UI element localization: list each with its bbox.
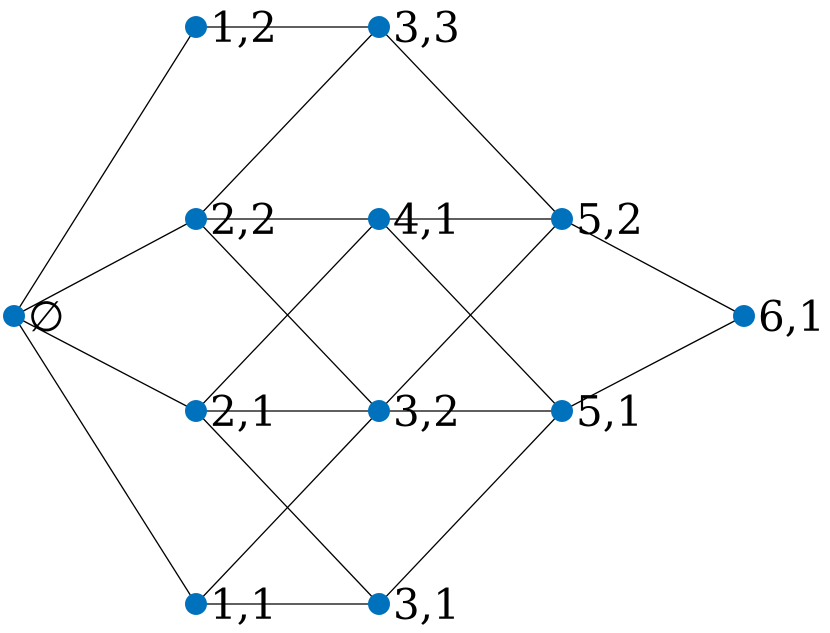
node-label: 3,2 — [393, 387, 460, 436]
node-label: 2,1 — [210, 387, 277, 436]
node-dot — [733, 305, 755, 327]
edge-n33-n52 — [378, 26, 563, 220]
edge-empty-n11 — [13, 315, 197, 605]
node-dot — [185, 208, 207, 230]
node-n33: 3,3 — [368, 3, 460, 52]
edge-n52-n61 — [561, 218, 745, 317]
node-n61: 6,1 — [733, 292, 825, 341]
node-dot — [368, 16, 390, 38]
node-label: 3,1 — [393, 580, 460, 629]
node-n52: 5,2 — [551, 195, 643, 244]
edge-n21-n41 — [195, 218, 380, 412]
node-dot — [551, 400, 573, 422]
edge-n51-n61 — [561, 315, 745, 412]
edges-layer — [13, 26, 745, 605]
node-n41: 4,1 — [368, 195, 460, 244]
node-n51: 5,1 — [551, 387, 643, 436]
edge-n11-n32 — [195, 410, 380, 605]
node-dot — [3, 305, 25, 327]
edge-empty-n21 — [13, 315, 197, 412]
node-dot — [368, 208, 390, 230]
node-empty: ∅ — [3, 292, 65, 341]
edge-n32-n52 — [378, 218, 563, 412]
node-label: 3,3 — [393, 3, 460, 52]
node-label: 1,1 — [210, 580, 277, 629]
node-dot — [551, 208, 573, 230]
node-label: 5,1 — [576, 387, 643, 436]
node-label: ∅ — [28, 292, 65, 341]
node-label: 5,2 — [576, 195, 643, 244]
node-n32: 3,2 — [368, 387, 460, 436]
node-n31: 3,1 — [368, 580, 460, 629]
node-label: 1,2 — [210, 3, 277, 52]
node-dot — [185, 593, 207, 615]
node-n21: 2,1 — [185, 387, 277, 436]
node-dot — [185, 400, 207, 422]
node-label: 4,1 — [393, 195, 460, 244]
node-dot — [368, 400, 390, 422]
node-label: 6,1 — [758, 292, 825, 341]
node-dot — [185, 16, 207, 38]
node-dot — [368, 593, 390, 615]
edge-empty-n22 — [13, 218, 197, 317]
edge-n31-n51 — [378, 410, 563, 605]
edge-n22-n33 — [195, 26, 380, 220]
node-n22: 2,2 — [185, 195, 277, 244]
node-n12: 1,2 — [185, 3, 277, 52]
nodes-layer: ∅ 1,2 2,2 2,1 1,1 3,3 4,1 3,2 3,1 5,2 5,1 6,1 — [3, 3, 825, 629]
node-label: 2,2 — [210, 195, 277, 244]
edge-empty-n12 — [13, 26, 197, 317]
node-n11: 1,1 — [185, 580, 277, 629]
